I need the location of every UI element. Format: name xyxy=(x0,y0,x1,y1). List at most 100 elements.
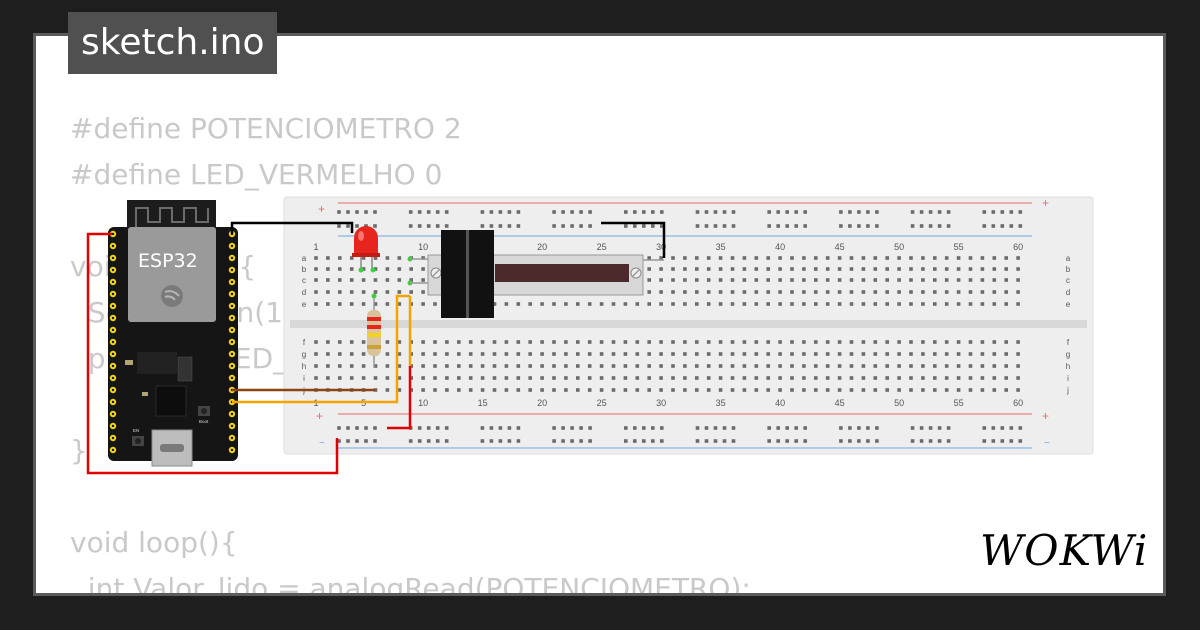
rail-hole xyxy=(552,210,556,214)
breadboard-hole xyxy=(825,290,830,294)
breadboard-hole xyxy=(873,290,878,294)
wire-black-gnd xyxy=(230,221,354,234)
breadboard-hole xyxy=(528,302,532,306)
rail-hole xyxy=(722,439,727,443)
esp32-board[interactable]: ESP32 Boot EN xyxy=(108,200,238,467)
rail-hole xyxy=(417,210,422,214)
breadboard-hole xyxy=(635,376,640,380)
rail-hole xyxy=(946,224,951,228)
breadboard-hole xyxy=(790,388,794,392)
rail-hole xyxy=(794,224,798,228)
breadboard-hole xyxy=(552,388,556,392)
breadboard-hole xyxy=(718,340,723,344)
breadboard-hole xyxy=(825,267,830,271)
rail-hole xyxy=(642,224,646,228)
rail-hole xyxy=(875,224,879,228)
breadboard-hole xyxy=(790,364,794,368)
breadboard-hole xyxy=(504,302,509,306)
breadboard-hole xyxy=(385,376,390,380)
breadboard-hole xyxy=(564,364,568,368)
rail-hole xyxy=(767,210,771,214)
breadboard-hole xyxy=(623,388,628,392)
breadboard-hole xyxy=(956,376,961,380)
breadboard-hole xyxy=(873,352,878,356)
rail-hole xyxy=(803,210,807,214)
breadboard-hole xyxy=(802,376,806,380)
file-tab[interactable]: sketch.ino xyxy=(68,12,278,74)
breadboard-hole xyxy=(397,388,402,392)
column-number: 35 xyxy=(716,242,726,252)
red-led[interactable] xyxy=(352,226,380,273)
breadboard-hole xyxy=(706,267,711,271)
breadboard-hole xyxy=(790,267,794,271)
rail-hole xyxy=(919,210,924,214)
rail-hole xyxy=(982,224,987,228)
rail-hole xyxy=(579,426,583,430)
breadboard-hole xyxy=(349,364,354,368)
breadboard-hole xyxy=(790,352,794,356)
breadboard-hole xyxy=(385,352,390,356)
breadboard-hole xyxy=(361,364,366,368)
breadboard-hole xyxy=(766,364,770,368)
rail-hole xyxy=(489,439,494,443)
breadboard-hole xyxy=(492,352,497,356)
breadboard-hole xyxy=(576,376,580,380)
rail-hole xyxy=(848,439,852,443)
breadboard-hole xyxy=(956,278,961,282)
breadboard-hole xyxy=(540,352,544,356)
rail-hole xyxy=(337,224,341,228)
breadboard-hole xyxy=(373,302,378,306)
breadboard-hole xyxy=(814,278,818,282)
breadboard-hole xyxy=(873,256,878,260)
rail-hole xyxy=(480,210,485,214)
breadboard-hole xyxy=(849,364,854,368)
breadboard-hole xyxy=(338,302,342,306)
rail-hole xyxy=(776,439,780,443)
breadboard-hole xyxy=(814,267,818,271)
breadboard-hole xyxy=(790,278,794,282)
rail-hole xyxy=(991,426,996,430)
breadboard-hole xyxy=(659,278,663,282)
breadboard-hole xyxy=(718,352,723,356)
breadboard-hole xyxy=(647,302,651,306)
rail-hole xyxy=(1009,210,1014,214)
breadboard-hole xyxy=(468,340,473,344)
breadboard-hole xyxy=(528,376,532,380)
breadboard-hole xyxy=(802,290,806,294)
rail-hole xyxy=(570,439,574,443)
breadboard-hole xyxy=(897,376,901,380)
breadboard-hole xyxy=(1004,340,1008,344)
rail-hole xyxy=(651,439,655,443)
breadboard-hole xyxy=(814,388,818,392)
breadboard-hole xyxy=(587,376,592,380)
resistor[interactable] xyxy=(367,293,381,369)
breadboard-hole xyxy=(861,278,866,282)
breadboard-hole xyxy=(706,290,711,294)
breadboard-hole xyxy=(921,340,925,344)
breadboard-hole xyxy=(1004,352,1008,356)
breadboard-hole xyxy=(921,267,925,271)
slide-potentiometer[interactable] xyxy=(407,230,665,318)
rail-hole xyxy=(937,224,942,228)
breadboard-hole xyxy=(742,290,747,294)
rail-hole xyxy=(695,439,700,443)
breadboard-hole xyxy=(373,256,378,260)
breadboard-hole xyxy=(1016,278,1020,282)
breadboard-hole xyxy=(361,352,366,356)
column-number: 25 xyxy=(597,398,607,408)
breadboard-hole xyxy=(468,388,473,392)
breadboard-hole xyxy=(849,256,854,260)
breadboard-hole xyxy=(647,352,651,356)
breadboard-hole xyxy=(1016,352,1020,356)
rail-hole xyxy=(928,210,933,214)
breadboard-hole xyxy=(457,364,461,368)
breadboard-hole xyxy=(956,364,961,368)
breadboard-hole xyxy=(849,290,854,294)
rail-hole xyxy=(355,426,359,430)
breadboard-hole xyxy=(516,388,521,392)
breadboard-hole xyxy=(706,364,711,368)
breadboard-hole xyxy=(564,302,568,306)
breadboard-hole xyxy=(790,340,794,344)
breadboard-hole xyxy=(659,388,663,392)
